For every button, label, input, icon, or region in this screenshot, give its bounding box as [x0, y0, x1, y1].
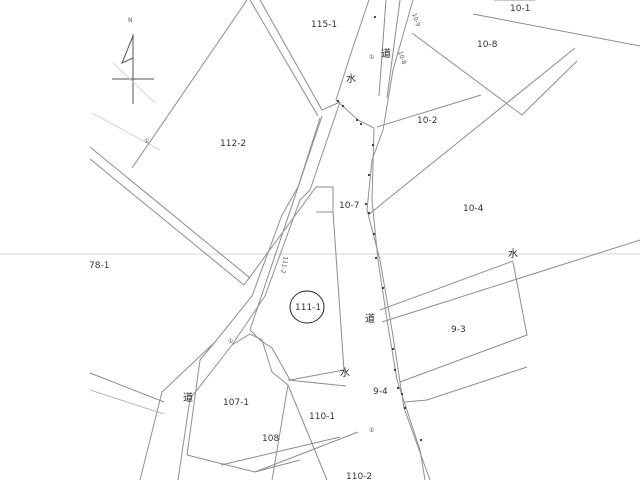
road-char-michi-mid: 道 [365, 312, 375, 325]
guide-line-north [112, 62, 156, 104]
parcel-78-1: 78-1 [89, 261, 109, 271]
road-char-michi-left: 道 [183, 391, 193, 404]
road-left [139, 101, 341, 480]
circled-one-marker: ① [144, 138, 149, 145]
road-char-mizu-mid: 水 [340, 367, 350, 379]
parcel-10-8: 10-8 [477, 40, 498, 50]
parcel-110-1: 110-1 [309, 412, 335, 422]
road-char-mizu-right: 水 [508, 248, 518, 260]
parcel-9-4: 9-4 [373, 387, 388, 397]
parcel-112-2: 112-2 [220, 139, 246, 149]
north-arrow-icon [112, 34, 154, 104]
circled-one-marker: ① [369, 54, 374, 61]
parcel-10-7: 10-7 [339, 201, 359, 211]
boundary-points [336, 15, 423, 442]
parcel-boundaries [89, 0, 640, 480]
parcel-108: 108 [262, 434, 279, 444]
north-label: N [128, 17, 133, 24]
circled-one-marker: ① [369, 427, 374, 434]
parcel-10-4: 10-4 [463, 204, 484, 214]
road-marker-10-8: 10-8 [396, 50, 407, 65]
guide-line-diagonal [91, 112, 161, 151]
road-char-michi-top: 道 [381, 47, 391, 60]
parcel-10-1: 10-1 [510, 4, 530, 14]
highlight-circle [289, 290, 325, 324]
parcel-115-1: 115-1 [311, 20, 337, 30]
parcel-10-2: 10-2 [417, 116, 437, 126]
waterway [335, 0, 431, 480]
road-marker-111-2: 111-2 [279, 256, 289, 275]
road-char-mizu-top: 水 [346, 73, 356, 85]
road-marker-10-9: 10-9 [410, 12, 421, 27]
parcel-111-1: 111-1 [295, 303, 321, 313]
parcel-9-3: 9-3 [451, 325, 466, 335]
parcel-110-2: 110-2 [346, 472, 372, 480]
circled-one-marker: ① [228, 338, 233, 345]
parcel-107-1: 107-1 [223, 398, 249, 408]
